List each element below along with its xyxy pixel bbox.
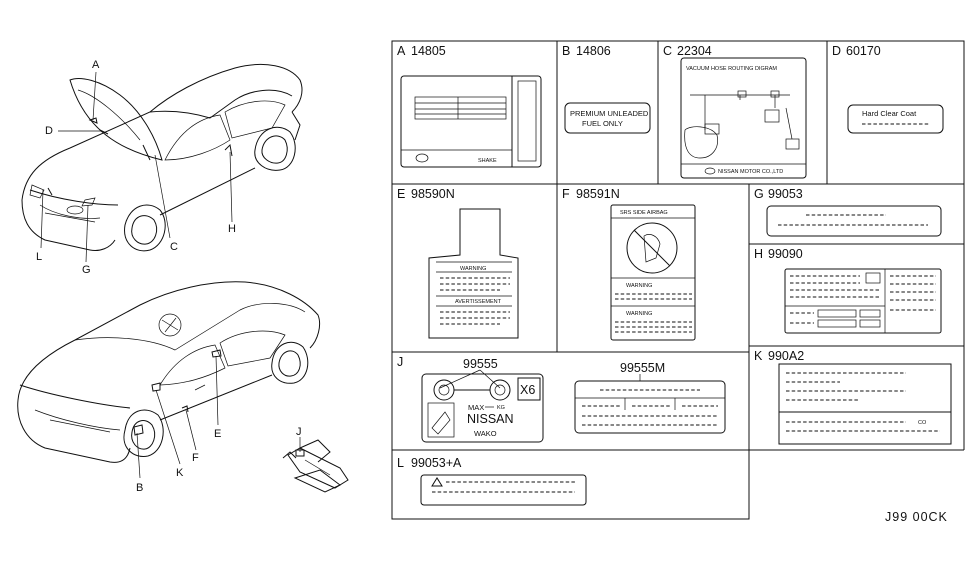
callout-g: G bbox=[82, 264, 91, 276]
cell-c-title: VACUUM HOSE ROUTING DIGRAM bbox=[686, 66, 777, 72]
cell-e-id: E bbox=[397, 187, 405, 201]
cell-k: K 990A2 CO bbox=[754, 349, 952, 445]
cell-k-id: K bbox=[754, 349, 763, 363]
cell-j-part-2: 99555M bbox=[620, 361, 665, 375]
callout-e: E bbox=[214, 428, 221, 440]
cell-h-id: H bbox=[754, 247, 763, 261]
front-car-illustration bbox=[21, 63, 303, 252]
cell-f: F 98591N SRS SIDE AIRBAG WARNING WARNING bbox=[562, 187, 696, 341]
cell-a-small-text: SHAKE bbox=[478, 158, 497, 164]
cell-j: J 99555 X6 MAX KG NISSAN WAKO 99555M bbox=[397, 355, 726, 443]
label-grid bbox=[391, 40, 965, 520]
cell-e-notice: AVERTISSEMENT bbox=[455, 299, 502, 305]
callout-h: H bbox=[228, 223, 236, 235]
cell-c-footer: NISSAN MOTOR CO.,LTD bbox=[718, 169, 783, 175]
callout-b: B bbox=[136, 482, 143, 494]
cell-k-co: CO bbox=[918, 420, 927, 426]
cell-c-part: 22304 bbox=[677, 44, 712, 58]
cell-b-line1: PREMIUM UNLEADED bbox=[570, 109, 649, 118]
cell-j-id: J bbox=[397, 355, 403, 369]
cell-b-line2: FUEL ONLY bbox=[582, 119, 623, 128]
cell-b-id: B bbox=[562, 44, 570, 58]
front-callout-leaders bbox=[40, 71, 233, 263]
cell-f-warning-2: WARNING bbox=[626, 311, 652, 317]
cell-a: A 14805 SHAKE bbox=[397, 44, 542, 168]
jack-illustration bbox=[282, 437, 349, 493]
cell-g: G 99053 bbox=[754, 187, 942, 237]
cell-k-part: 990A2 bbox=[768, 349, 804, 363]
callout-j: J bbox=[296, 426, 302, 438]
cell-f-title: SRS SIDE AIRBAG bbox=[620, 210, 668, 216]
cell-l-id: L bbox=[397, 456, 404, 470]
cell-h-part: 99090 bbox=[768, 247, 803, 261]
cell-a-part: 14805 bbox=[411, 44, 446, 58]
cell-j-max: MAX bbox=[468, 403, 484, 412]
cell-d-id: D bbox=[832, 44, 841, 58]
cell-f-warning-1: WARNING bbox=[626, 283, 652, 289]
cell-c: C 22304 VACUUM HOSE ROUTING DIGRAM NISSA… bbox=[663, 44, 807, 179]
rear-car-illustration bbox=[17, 281, 321, 463]
callout-f: F bbox=[192, 452, 199, 464]
cell-l: L 99053+A bbox=[397, 456, 587, 506]
cell-a-id: A bbox=[397, 44, 406, 58]
cell-d-part: 60170 bbox=[846, 44, 881, 58]
rear-callout-leaders bbox=[136, 355, 219, 479]
cell-f-id: F bbox=[562, 187, 570, 201]
cell-d: D 60170 Hard Clear Coat bbox=[832, 44, 944, 134]
cell-l-part: 99053+A bbox=[411, 456, 462, 470]
cell-g-part: 99053 bbox=[768, 187, 803, 201]
cell-e-part: 98590N bbox=[411, 187, 455, 201]
cell-e-warning: WARNING bbox=[460, 266, 486, 272]
cell-j-part-1: 99555 bbox=[463, 357, 498, 371]
callout-l: L bbox=[36, 251, 42, 263]
callout-a: A bbox=[92, 59, 100, 71]
diagram-code: J99 00CK bbox=[885, 510, 948, 524]
cell-g-id: G bbox=[754, 187, 764, 201]
callout-d: D bbox=[45, 125, 53, 137]
cell-b: B 14806 PREMIUM UNLEADED FUEL ONLY bbox=[562, 44, 651, 134]
callout-c: C bbox=[170, 241, 178, 253]
cell-j-wako: WAKO bbox=[474, 429, 497, 438]
cell-f-part: 98591N bbox=[576, 187, 620, 201]
cell-d-text: Hard Clear Coat bbox=[862, 109, 917, 118]
cell-e: E 98590N WARNING AVERTISSEMENT bbox=[397, 187, 519, 339]
cell-j-kg: KG bbox=[497, 405, 505, 411]
cell-j-x6: X6 bbox=[520, 383, 535, 397]
callout-k: K bbox=[176, 467, 184, 479]
cell-b-part: 14806 bbox=[576, 44, 611, 58]
cell-j-brand: NISSAN bbox=[467, 412, 514, 426]
cell-h: H 99090 bbox=[754, 247, 942, 334]
cell-c-id: C bbox=[663, 44, 672, 58]
